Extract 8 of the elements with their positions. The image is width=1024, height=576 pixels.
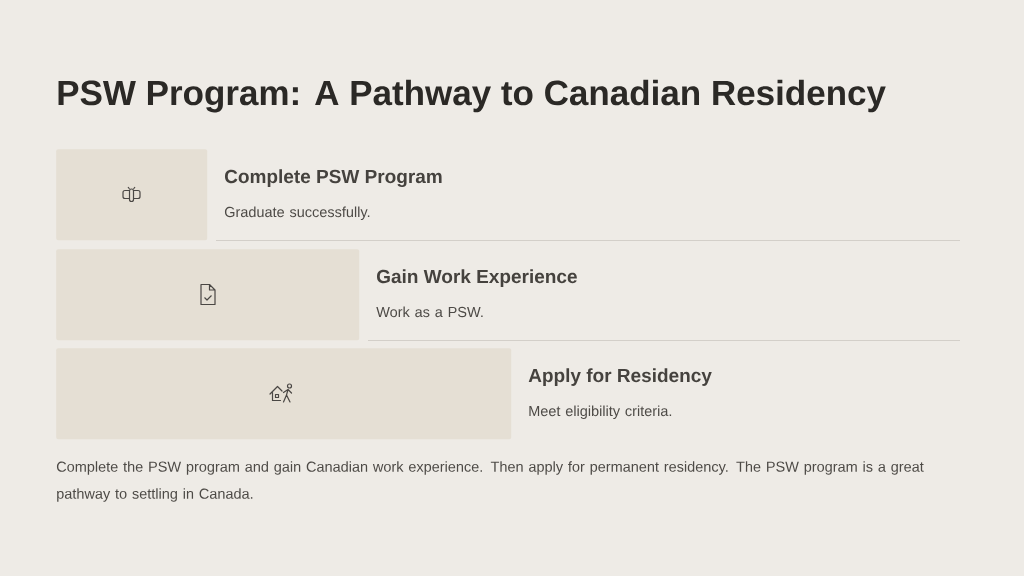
step-heading: Apply for Residency — [528, 368, 712, 386]
step-heading: Gain Work Experience — [377, 269, 577, 287]
step-text: Meet eligibility criteria. — [529, 405, 672, 419]
step-heading: Complete PSW Program — [225, 169, 442, 188]
caption: Complete the PSW program and gain Canadian work experience. Then apply for permanent residency. The PSW program is a great pathway to settling in Canada. — [56, 461, 924, 502]
step-text: Work as a PSW. — [376, 306, 483, 318]
step-text: Graduate successfully. — [224, 206, 370, 220]
title: PSW Program: A Pathway to Canadian Residency — [58, 79, 886, 113]
